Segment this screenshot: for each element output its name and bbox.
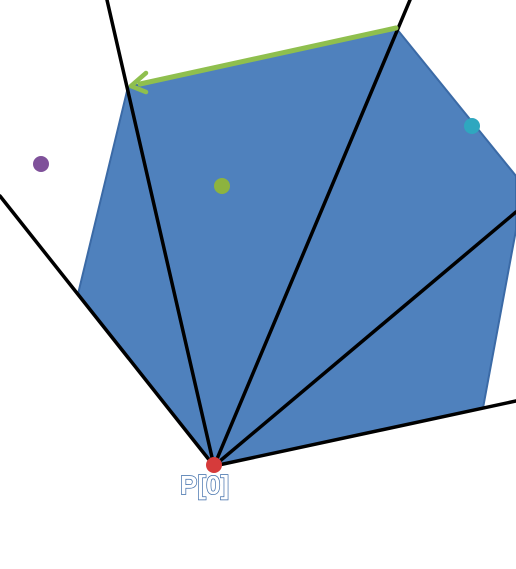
- anchor-point-label: P[0]: [180, 470, 229, 500]
- rays: [0, 0, 516, 468]
- ray-upper-right: [212, 0, 412, 468]
- arrow-shaft: [137, 25, 399, 87]
- arrow-head: [128, 70, 149, 95]
- green-arrow: [128, 25, 399, 95]
- purple-point: [33, 156, 49, 172]
- green-point: [214, 178, 230, 194]
- ray-left: [0, 194, 216, 468]
- cyan-point: [464, 118, 480, 134]
- anchor-point: [206, 457, 222, 473]
- convex-polygon: [76, 26, 516, 468]
- ray-right: [212, 210, 516, 468]
- ray-upper-left: [105, 0, 216, 468]
- ray-lower-right: [212, 399, 516, 468]
